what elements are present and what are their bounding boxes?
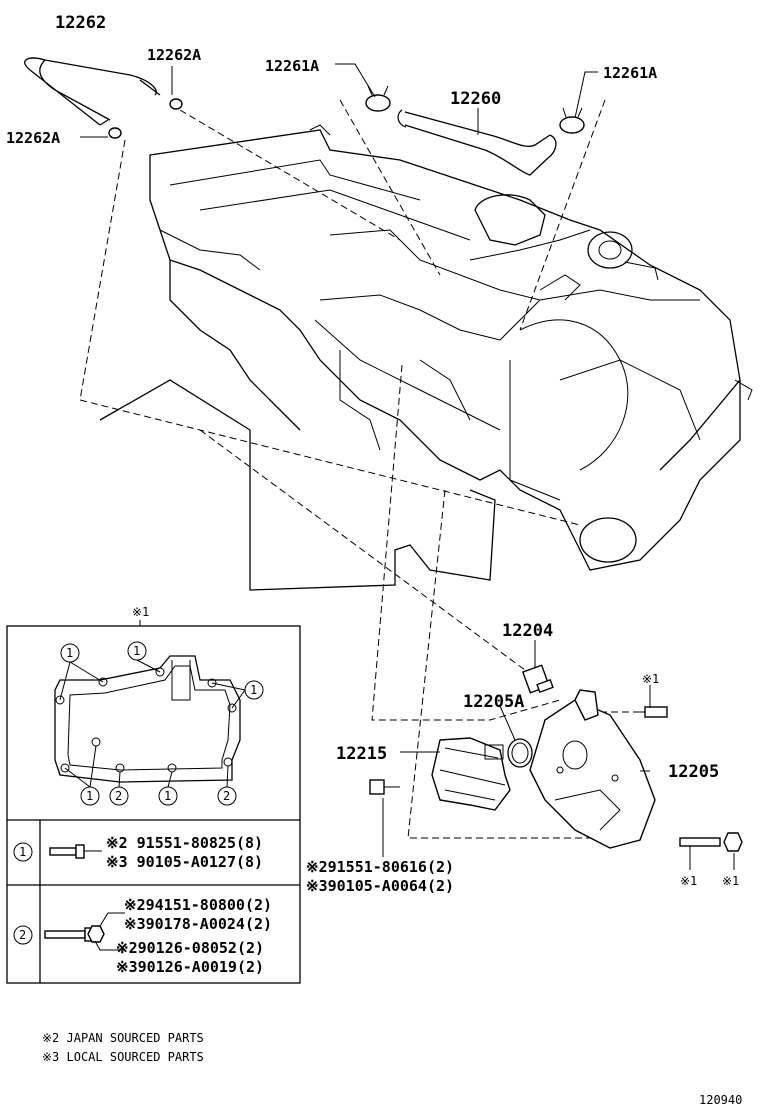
row1-line2: ※3 90105-A0127(8) [106, 853, 263, 871]
svg-text:2: 2 [115, 789, 122, 803]
cover-12205 [529, 689, 656, 849]
clamp-12261A-right [559, 107, 585, 134]
row2-line4: ※390126-A0019(2) [116, 958, 264, 976]
svg-text:1: 1 [133, 644, 140, 658]
ref-mark-bolt: ※1 [642, 672, 659, 686]
inset-ref-mark: ※1 [132, 605, 149, 619]
label-12204: 12204 [502, 621, 553, 641]
label-12261A-left: 12261A [265, 57, 319, 75]
sensor-12204 [521, 664, 554, 694]
clamp-12262A-top [169, 98, 183, 110]
label-leaders [80, 63, 735, 870]
stud-bolt [679, 837, 721, 847]
svg-text:1: 1 [86, 789, 93, 803]
footnote-japan-sourced: ※2 JAPAN SOURCED PARTS [42, 1031, 204, 1045]
label-12262A-left: 12262A [6, 129, 60, 147]
bolt-12205-side [635, 706, 668, 718]
housing-12215 [431, 737, 511, 811]
hose-12260 [397, 109, 557, 176]
clamp-12261A-left [365, 85, 391, 112]
label-12261A-right: 12261A [603, 64, 657, 82]
svg-text:2: 2 [223, 789, 230, 803]
label-12205: 12205 [668, 762, 719, 782]
gasket-12205A [507, 738, 533, 768]
nut [723, 832, 743, 852]
label-12262A-top: 12262A [147, 46, 201, 64]
row2-key: 2 [19, 928, 26, 942]
label-12262: 12262 [55, 13, 106, 33]
engine-block-drawing [99, 124, 753, 591]
row2-line3: ※290126-08052(2) [116, 939, 264, 957]
diagram-id: 120940 [699, 1093, 742, 1107]
svg-text:1: 1 [66, 646, 73, 660]
row1-line1: ※2 91551-80825(8) [106, 834, 263, 852]
bolt-left [369, 779, 400, 795]
ref-mark-nut: ※1 [722, 874, 739, 888]
svg-text:1: 1 [164, 789, 171, 803]
bolt-callout-line2: ※390105-A0064(2) [306, 877, 454, 895]
hose-12262 [24, 57, 161, 126]
svg-text:1: 1 [250, 683, 257, 697]
label-12215: 12215 [336, 744, 387, 764]
label-12260: 12260 [450, 89, 501, 109]
bolt-callout-line1: ※291551-80616(2) [306, 858, 454, 876]
footnote-local-sourced: ※3 LOCAL SOURCED PARTS [42, 1050, 204, 1064]
row2-line2: ※390178-A0024(2) [124, 915, 272, 933]
dashed-leaders [79, 99, 640, 839]
clamp-12262A-left [108, 127, 122, 139]
ref-mark-stud: ※1 [680, 874, 697, 888]
row1-key: 1 [19, 845, 26, 859]
label-12205A: 12205A [463, 692, 524, 712]
gasket-inset: ※1 1 1 1 1 2 1 2 1 ※2 91551-80825(8) [6, 605, 301, 984]
row2-line1: ※294151-80800(2) [124, 896, 272, 914]
